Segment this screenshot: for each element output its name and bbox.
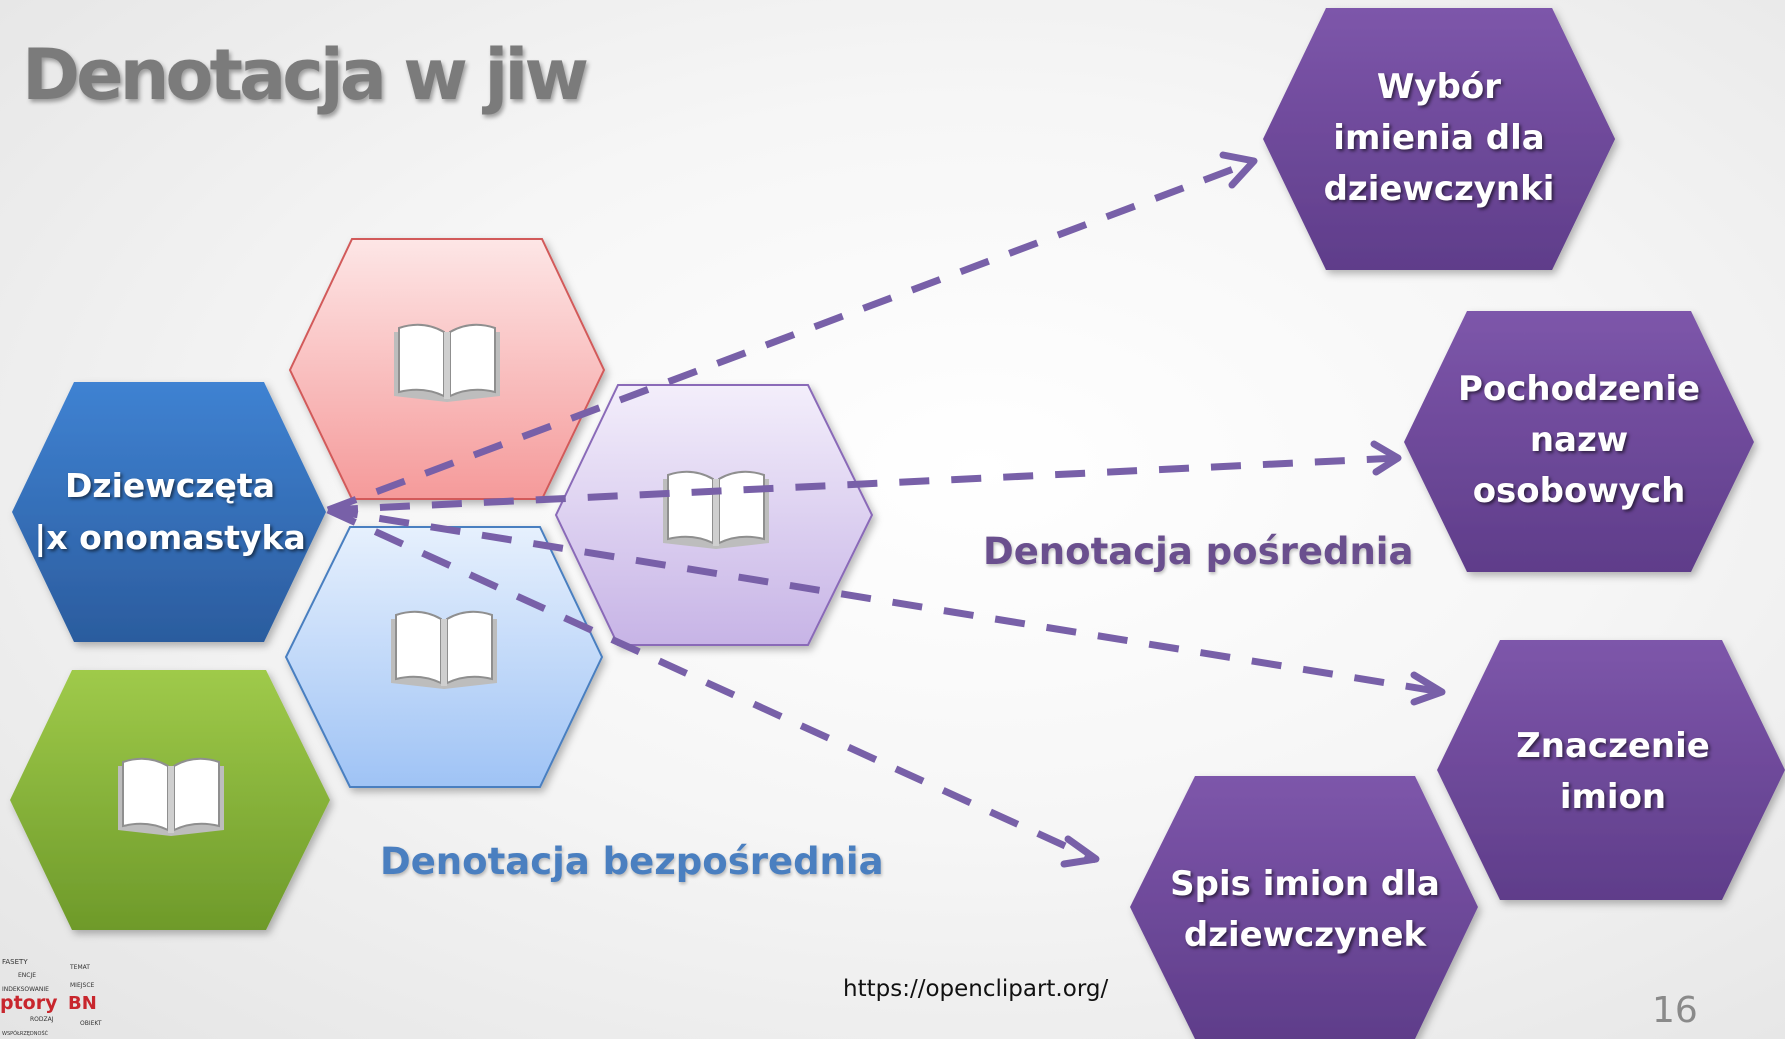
open-book-icon [390, 610, 498, 690]
arrowhead-wybor [1219, 151, 1258, 189]
open-book-icon [662, 470, 770, 550]
arrowhead-pochodzenie [1370, 440, 1402, 476]
hex-target-znaczenie [1437, 640, 1785, 900]
target-pochodzenie-label: Pochodzenie nazw osobowych [1457, 368, 1701, 511]
indirect-denotation-label: Denotacja pośrednia [983, 530, 1414, 573]
svg-text:BN: BN [68, 993, 97, 1014]
slide-title: Denotacja w jiw [22, 34, 589, 116]
open-book-icon [393, 323, 501, 403]
hex-light-blue [284, 526, 604, 788]
svg-text:RODZAJ: RODZAJ [30, 1016, 54, 1023]
hex-target-pochodzenie [1404, 311, 1754, 572]
hex-target-spis [1130, 776, 1478, 1039]
arrow-to-pochodzenie [327, 454, 1399, 514]
hex-lavender [554, 384, 874, 646]
svg-text:FASETY: FASETY [2, 958, 28, 966]
arrow-to-wybor [326, 158, 1254, 514]
arrowhead-spis [1060, 835, 1100, 868]
arrow-to-znaczenie [327, 506, 1443, 696]
direct-denotation-label: Denotacja bezpośrednia [380, 840, 884, 883]
center-node-label: Dziewczęta |x onomastyka [34, 466, 306, 557]
wszechnica-logo: FASETY ENCJE TEMAT INDEKSOWANIE MIEJSCE … [0, 958, 102, 1037]
svg-text:ENCJE: ENCJE [18, 972, 36, 979]
target-spis-label: Spis imion dla dziewczynek [1170, 864, 1440, 955]
hex-center [12, 382, 326, 642]
target-znaczenie-label: Znaczenie imion [1516, 726, 1710, 817]
open-book-icon [117, 757, 225, 837]
svg-text:ptory: ptory [0, 992, 58, 1014]
svg-text:INDEKSOWANIE: INDEKSOWANIE [2, 986, 49, 993]
hex-green [10, 670, 330, 930]
arrowhead-znaczenie [1410, 671, 1446, 706]
svg-text:WSPÓŁRZĘDNOŚĆ: WSPÓŁRZĘDNOŚĆ [2, 1030, 49, 1037]
svg-text:MIEJSCE: MIEJSCE [70, 982, 95, 989]
source-url[interactable]: https://openclipart.org/ [843, 976, 1109, 1002]
hex-target-wybor [1263, 8, 1615, 270]
svg-text:OBIEKT: OBIEKT [80, 1020, 102, 1027]
page-number: 16 [1652, 990, 1698, 1031]
target-wybor-label: Wybór imienia dla dziewczynki [1323, 66, 1555, 209]
svg-text:TEMAT: TEMAT [69, 964, 90, 971]
arrow-to-spis [326, 506, 1098, 864]
hex-pink [288, 238, 606, 500]
